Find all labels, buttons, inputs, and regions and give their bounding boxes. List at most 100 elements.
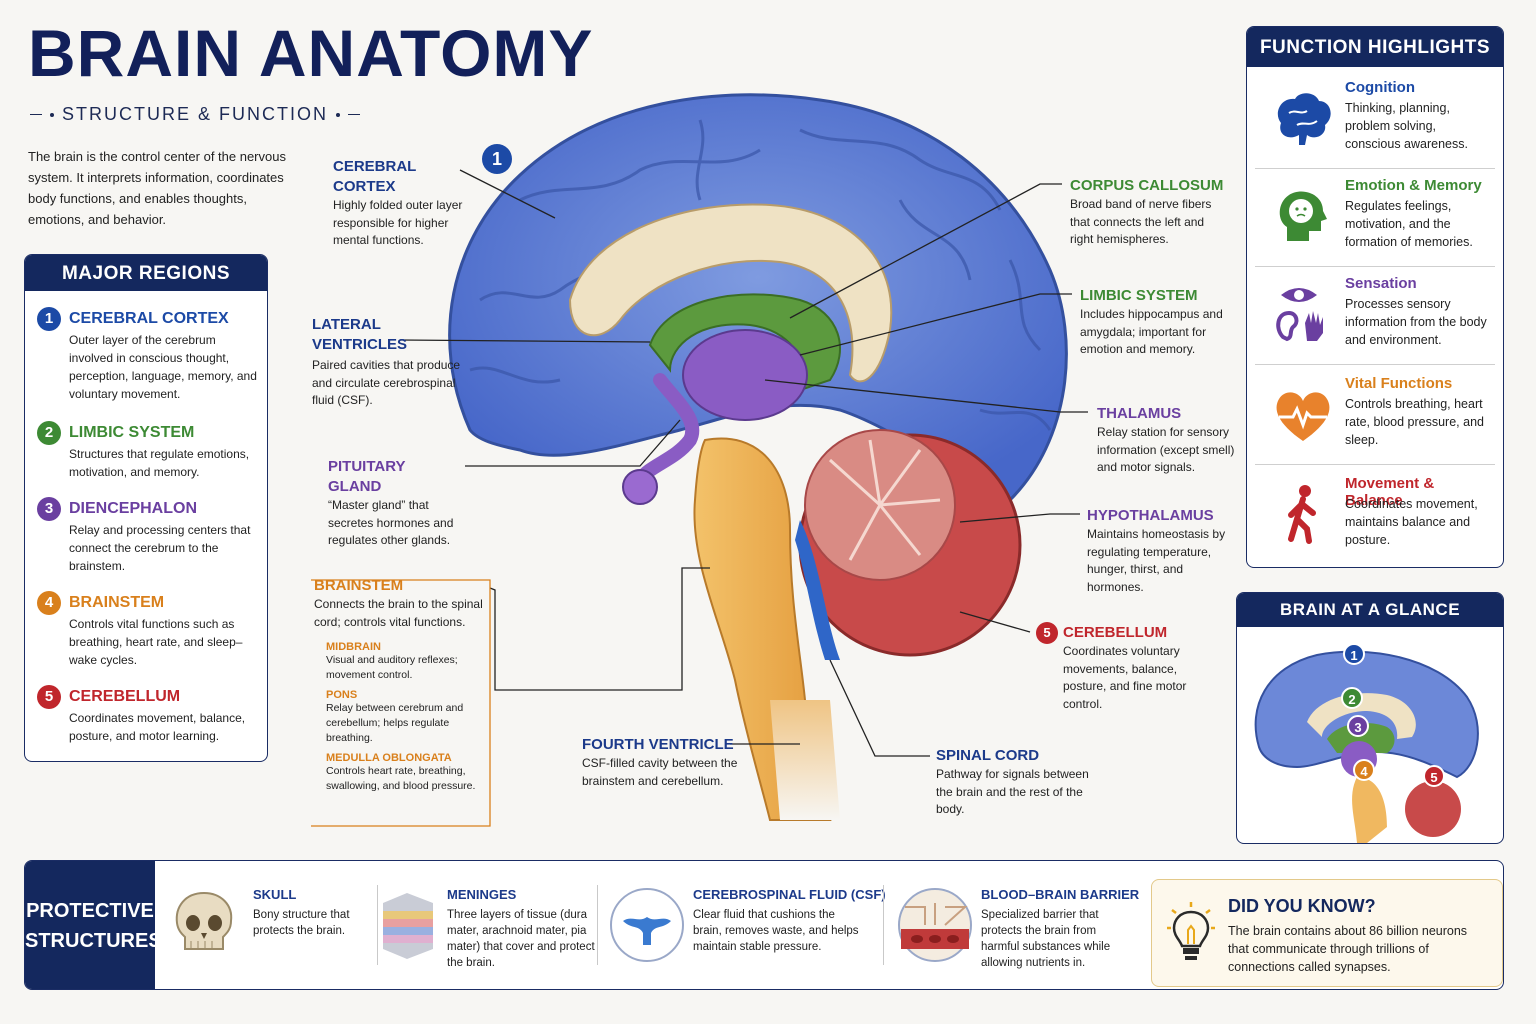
function-item-movement: Movement & Balance Coordinates movement,… bbox=[1255, 467, 1495, 565]
region-number-badge: 2 bbox=[37, 421, 61, 445]
label-title: BRAINSTEM bbox=[314, 577, 404, 594]
label-title: LIMBIC SYSTEM bbox=[1080, 287, 1198, 304]
lightbulb-icon bbox=[1167, 902, 1215, 960]
region-number-badge: 5 bbox=[37, 685, 61, 709]
cerebellum-branches bbox=[828, 439, 941, 561]
function-title: Sensation bbox=[1345, 275, 1417, 292]
did-you-know-box: DID YOU KNOW? The brain contains about 8… bbox=[1151, 879, 1503, 987]
function-title: Vital Functions bbox=[1345, 375, 1453, 392]
function-item-vital: Vital Functions Controls breathing, hear… bbox=[1255, 367, 1495, 465]
region-number-badge: 1 bbox=[37, 307, 61, 331]
protective-item-skull: SKULL Bony structure that protects the b… bbox=[171, 861, 381, 989]
brainstem-bracket bbox=[311, 579, 491, 827]
divider bbox=[377, 885, 378, 965]
fourth-ventricle-shape bbox=[795, 520, 840, 660]
label-hypothalamus: HYPOTHALAMUS Maintains homeostasis by re… bbox=[1087, 506, 1237, 596]
leader-lines bbox=[399, 169, 1088, 757]
region-item-cortex: 1 CEREBRAL CORTEX Outer layer of the cer… bbox=[37, 307, 261, 403]
label-title: HYPOTHALAMUS bbox=[1087, 507, 1214, 524]
protective-structures-panel: PROTECTIVE STRUCTURES SKULL Bony structu… bbox=[24, 860, 1504, 990]
function-item-cognition: Cognition Thinking, planning, problem so… bbox=[1255, 71, 1495, 169]
label-desc: Highly folded outer layer responsible fo… bbox=[333, 198, 463, 247]
region-number-badge: 4 bbox=[37, 591, 61, 615]
glance-heading: BRAIN AT A GLANCE bbox=[1237, 593, 1503, 627]
glance-marker-2: 2 bbox=[1341, 687, 1363, 709]
function-title: Cognition bbox=[1345, 79, 1415, 96]
region-desc: Outer layer of the cerebrum involved in … bbox=[69, 333, 257, 401]
protective-title: SKULL bbox=[253, 887, 297, 902]
label-desc: Includes hippocampus and amygdala; impor… bbox=[1080, 307, 1223, 356]
hypothalamus-shape bbox=[633, 373, 700, 487]
divider bbox=[597, 885, 598, 965]
label-title: CEREBRAL CORTEX bbox=[333, 158, 417, 195]
function-item-sensation: Sensation Processes sensory information … bbox=[1255, 267, 1495, 365]
pituitary-gland-shape bbox=[622, 469, 658, 505]
csf-icon bbox=[610, 888, 684, 962]
brain-at-a-glance-panel: BRAIN AT A GLANCE 1 2 3 4 5 bbox=[1236, 592, 1504, 844]
region-item-limbic: 2 LIMBIC SYSTEM Structures that regulate… bbox=[37, 421, 261, 481]
function-desc: Regulates feelings, motivation, and the … bbox=[1345, 199, 1473, 249]
page-subtitle: STRUCTURE & FUNCTION bbox=[30, 104, 360, 125]
protective-desc: Bony structure that protects the brain. bbox=[253, 909, 350, 937]
cortex-folds bbox=[469, 119, 1052, 431]
label-desc: Paired cavities that produce and circula… bbox=[312, 358, 461, 407]
glance-mini-brain bbox=[1254, 650, 1479, 843]
label-desc: Pathway for signals between the brain an… bbox=[936, 767, 1089, 816]
limbic-system-shape bbox=[648, 293, 841, 392]
skull-icon bbox=[175, 891, 233, 950]
protective-item-bbb: BLOOD–BRAIN BARRIER Specialized barrier … bbox=[895, 861, 1145, 989]
sub-title: MEDULLA OBLONGATA bbox=[326, 752, 452, 764]
label-desc: Broad band of nerve fibers that connects… bbox=[1070, 197, 1212, 246]
label-desc: Coordinates voluntary movements, balance… bbox=[1063, 644, 1187, 711]
glance-marker-4: 4 bbox=[1353, 759, 1375, 781]
function-title: Movement & Balance bbox=[1345, 475, 1435, 509]
glance-marker-3: 3 bbox=[1347, 715, 1369, 737]
label-title: FOURTH VENTRICLE bbox=[582, 736, 734, 753]
region-number-badge: 3 bbox=[37, 497, 61, 521]
region-title: CEREBRAL CORTEX bbox=[69, 310, 229, 327]
function-desc: Coordinates movement, maintains balance … bbox=[1345, 497, 1478, 547]
sub-desc: Visual and auditory reflexes; movement c… bbox=[326, 654, 458, 681]
sub-desc: Controls heart rate, breathing, swallowi… bbox=[326, 765, 476, 792]
label-limbic-system: LIMBIC SYSTEM Includes hippocampus and a… bbox=[1080, 286, 1235, 359]
label-title: SPINAL CORD bbox=[936, 747, 1040, 764]
major-regions-panel: MAJOR REGIONS 1 CEREBRAL CORTEX Outer la… bbox=[24, 254, 268, 762]
sub-desc: Relay between cerebrum and cerebellum; h… bbox=[326, 702, 464, 744]
label-desc: “Master gland” that secretes hormones an… bbox=[328, 498, 454, 547]
brainstem-sublist: MIDBRAIN Visual and auditory reflexes; m… bbox=[326, 641, 484, 794]
label-title: CORPUS CALLOSUM bbox=[1070, 177, 1224, 194]
brain-icon bbox=[1277, 93, 1331, 145]
blood-vessel-icon bbox=[898, 888, 972, 962]
region-title: LIMBIC SYSTEM bbox=[69, 424, 195, 441]
region-item-brainstem: 4 BRAINSTEM Controls vital functions suc… bbox=[37, 591, 261, 669]
brain-illustration bbox=[311, 93, 1088, 827]
did-you-know-desc: The brain contains about 86 billion neur… bbox=[1228, 924, 1468, 974]
subtitle-text: STRUCTURE & FUNCTION bbox=[62, 104, 328, 124]
corpus-callosum-shape bbox=[568, 203, 893, 383]
function-highlights-panel: FUNCTION HIGHLIGHTS Cognition Thinking, … bbox=[1246, 26, 1504, 568]
region-desc: Controls vital functions such as breathi… bbox=[69, 617, 243, 667]
sub-title: PONS bbox=[326, 689, 358, 701]
major-regions-heading: MAJOR REGIONS bbox=[25, 255, 267, 291]
heartbeat-icon bbox=[1276, 392, 1330, 441]
protective-desc: Three layers of tissue (dura mater, arac… bbox=[447, 909, 595, 969]
label-spinal-cord: SPINAL CORD Pathway for signals between … bbox=[936, 746, 1096, 819]
protective-desc: Clear fluid that cushions the brain, rem… bbox=[693, 909, 859, 953]
region-title: BRAINSTEM bbox=[69, 594, 165, 611]
glance-marker-5: 5 bbox=[1423, 765, 1445, 787]
region-desc: Coordinates movement, balance, posture, … bbox=[69, 711, 246, 743]
region-item-diencephalon: 3 DIENCEPHALON Relay and processing cent… bbox=[37, 497, 261, 575]
protective-desc: Specialized barrier that protects the br… bbox=[981, 909, 1111, 969]
label-desc: CSF-filled cavity between the brainstem … bbox=[582, 756, 738, 788]
label-title: LATERAL VENTRICLES bbox=[312, 316, 408, 353]
function-item-emotion: Emotion & Memory Regulates feelings, mot… bbox=[1255, 169, 1495, 267]
spinal-cord-shape bbox=[770, 700, 840, 820]
label-corpus-callosum: CORPUS CALLOSUM Broad band of nerve fibe… bbox=[1070, 176, 1230, 249]
did-you-know-title: DID YOU KNOW? bbox=[1228, 896, 1376, 916]
label-thalamus: THALAMUS Relay station for sensory infor… bbox=[1097, 404, 1242, 477]
page-title: BRAIN ANATOMY bbox=[28, 16, 594, 90]
label-cerebellum: CEREBELLUM Coordinates voluntary movemen… bbox=[1063, 623, 1213, 713]
cerebellum-number-badge: 5 bbox=[1036, 622, 1058, 644]
label-fourth-ventricle: FOURTH VENTRICLE CSF-filled cavity betwe… bbox=[582, 735, 762, 790]
protective-title: BLOOD–BRAIN BARRIER bbox=[981, 887, 1140, 902]
